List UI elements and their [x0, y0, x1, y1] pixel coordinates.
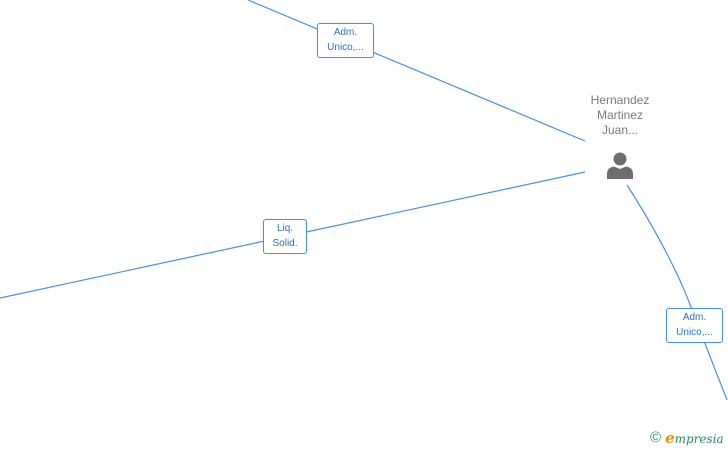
- edge-label-line: Liq.: [276, 223, 294, 234]
- edge-label-adm-unico-bottom[interactable]: Adm. Unico,...: [666, 308, 723, 343]
- edge-line-top[interactable]: [247, 0, 586, 142]
- empresia-footer: © empresia: [650, 429, 724, 447]
- edge-label-line: Adm.: [682, 312, 707, 323]
- edge-line-bottom-right[interactable]: [626, 184, 728, 401]
- person-name[interactable]: Hernandez Martinez Juan...: [590, 93, 650, 137]
- person-icon[interactable]: [605, 150, 635, 180]
- copyright-icon: ©: [650, 429, 662, 446]
- edge-label-line: Unico,...: [327, 42, 364, 53]
- edge-label-line: Unico,...: [676, 327, 713, 338]
- edge-label-adm-unico-top[interactable]: Adm. Unico,...: [317, 23, 374, 58]
- edge-label-line: Solid.: [272, 238, 298, 249]
- empresia-logo[interactable]: empresia: [665, 429, 724, 447]
- person-node[interactable]: Hernandez Martinez Juan...: [570, 93, 670, 180]
- edge-label-line: Adm.: [333, 27, 358, 38]
- edge-label-liq-solid[interactable]: Liq. Solid.: [263, 219, 307, 254]
